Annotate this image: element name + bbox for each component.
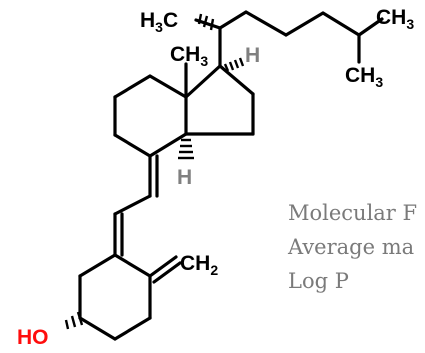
bond xyxy=(218,64,255,96)
atom-label-ho: HO xyxy=(17,326,49,349)
atom-label-ch3-angular: CH3 xyxy=(170,43,208,69)
property-molecular-formula: Molecular F xyxy=(288,201,418,225)
bond xyxy=(152,261,182,284)
atom-label-h-lower: H xyxy=(177,166,192,189)
bond xyxy=(148,132,188,158)
molecule-properties: Molecular F Average ma Log P xyxy=(288,196,417,298)
atom-label-h-upper: H xyxy=(245,44,260,67)
hashed-bonds xyxy=(64,13,245,330)
atom-label-ch2: CH2 xyxy=(180,252,218,278)
bond xyxy=(357,17,384,37)
hash-bond xyxy=(209,18,215,31)
bond xyxy=(321,11,361,37)
hash-bond xyxy=(197,13,203,25)
hash-bond xyxy=(202,15,209,28)
bond xyxy=(218,10,248,30)
hash-bond xyxy=(238,57,245,67)
bond xyxy=(284,11,325,37)
bond xyxy=(244,10,288,37)
hash-bond xyxy=(76,311,84,326)
bond xyxy=(113,74,152,99)
bond xyxy=(113,133,152,158)
hash-bond xyxy=(228,61,235,71)
bond xyxy=(113,194,152,216)
bond xyxy=(148,255,178,278)
atom-label-ch3-top: CH3 xyxy=(376,6,414,32)
property-log-p: Log P xyxy=(288,269,349,293)
bond xyxy=(78,253,117,278)
bond-skeleton xyxy=(78,10,384,341)
bond xyxy=(78,316,117,341)
bond xyxy=(148,74,188,99)
hash-bond xyxy=(223,63,230,72)
bond xyxy=(113,253,152,278)
bond xyxy=(113,316,152,341)
bond xyxy=(184,64,222,99)
hash-bond xyxy=(233,59,240,69)
hash-bond xyxy=(70,315,77,328)
property-average-mass: Average ma xyxy=(288,235,415,259)
atom-label-h3c: H3C xyxy=(140,9,178,35)
hash-bond xyxy=(64,319,70,330)
atom-label-ch3-lower: CH3 xyxy=(345,64,383,90)
